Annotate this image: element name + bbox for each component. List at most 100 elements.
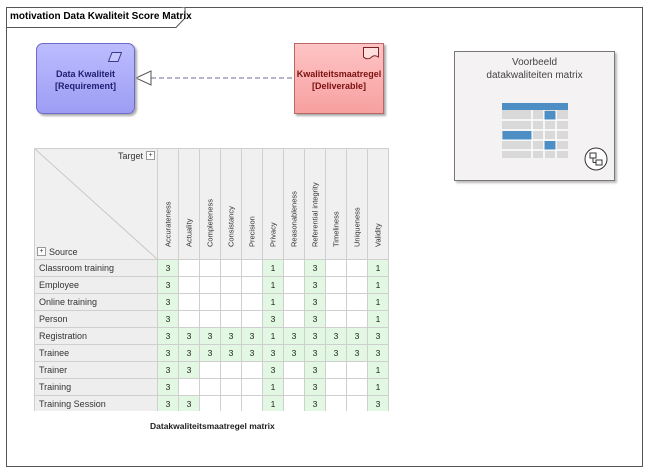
matrix-cell[interactable]: 3	[304, 293, 326, 311]
matrix-cell[interactable]	[220, 361, 242, 379]
matrix-cell[interactable]	[241, 276, 263, 294]
column-header[interactable]: Precision	[241, 148, 263, 260]
matrix-cell[interactable]	[199, 395, 221, 411]
matrix-cell[interactable]	[346, 395, 368, 411]
matrix-cell[interactable]	[283, 378, 305, 396]
requirement-node[interactable]: Data Kwaliteit [Requirement]	[36, 43, 135, 114]
matrix-cell[interactable]: 1	[262, 276, 284, 294]
matrix-cell[interactable]: 3	[367, 344, 389, 362]
matrix-cell[interactable]: 3	[157, 327, 179, 345]
matrix-cell[interactable]: 3	[157, 344, 179, 362]
matrix-cell[interactable]: 3	[157, 310, 179, 328]
target-expand-icon[interactable]: +	[146, 151, 155, 160]
matrix-cell[interactable]: 3	[283, 344, 305, 362]
matrix-cell[interactable]	[220, 310, 242, 328]
matrix-cell[interactable]: 1	[262, 327, 284, 345]
row-header[interactable]: Classroom training	[34, 259, 158, 277]
column-header[interactable]: Reasonableness	[283, 148, 305, 260]
matrix-cell[interactable]	[241, 310, 263, 328]
column-header[interactable]: Accurateness	[157, 148, 179, 260]
row-header[interactable]: Training	[34, 378, 158, 396]
matrix-cell[interactable]	[283, 310, 305, 328]
matrix-cell[interactable]: 3	[304, 361, 326, 379]
matrix-cell[interactable]: 3	[157, 293, 179, 311]
matrix-cell[interactable]	[325, 293, 347, 311]
matrix-cell[interactable]: 3	[220, 327, 242, 345]
matrix-cell[interactable]: 3	[304, 259, 326, 277]
matrix-cell[interactable]	[199, 310, 221, 328]
matrix-cell[interactable]	[178, 259, 200, 277]
column-header[interactable]: Timeliness	[325, 148, 347, 260]
matrix-cell[interactable]: 3	[325, 327, 347, 345]
matrix-cell[interactable]: 1	[262, 378, 284, 396]
matrix-cell[interactable]: 1	[262, 259, 284, 277]
row-header[interactable]: Online training	[34, 293, 158, 311]
matrix-cell[interactable]	[325, 378, 347, 396]
matrix-cell[interactable]: 1	[262, 395, 284, 411]
matrix-cell[interactable]: 3	[199, 327, 221, 345]
column-header[interactable]: Validity	[367, 148, 389, 260]
matrix-cell[interactable]	[178, 378, 200, 396]
matrix-cell[interactable]: 3	[367, 395, 389, 411]
row-header[interactable]: Training Session	[34, 395, 158, 411]
matrix-cell[interactable]	[178, 276, 200, 294]
matrix-cell[interactable]: 3	[304, 310, 326, 328]
matrix-cell[interactable]: 3	[178, 327, 200, 345]
matrix-cell[interactable]	[220, 378, 242, 396]
matrix-cell[interactable]: 3	[304, 378, 326, 396]
matrix-cell[interactable]	[325, 361, 347, 379]
matrix-cell[interactable]	[241, 395, 263, 411]
matrix-cell[interactable]: 3	[157, 259, 179, 277]
matrix-cell[interactable]: 1	[367, 361, 389, 379]
matrix-cell[interactable]: 3	[178, 361, 200, 379]
matrix-cell[interactable]: 1	[367, 310, 389, 328]
matrix-cell[interactable]	[346, 276, 368, 294]
column-header[interactable]: Referential integrity	[304, 148, 326, 260]
matrix-cell[interactable]: 3	[178, 395, 200, 411]
matrix-cell[interactable]	[283, 259, 305, 277]
matrix-cell[interactable]: 3	[304, 344, 326, 362]
matrix-cell[interactable]: 3	[283, 327, 305, 345]
matrix-cell[interactable]	[178, 310, 200, 328]
matrix-cell[interactable]	[283, 276, 305, 294]
matrix-cell[interactable]: 3	[346, 344, 368, 362]
source-expand-icon[interactable]: +	[37, 247, 46, 256]
matrix-cell[interactable]: 1	[367, 293, 389, 311]
matrix-cell[interactable]	[325, 395, 347, 411]
row-header[interactable]: Employee	[34, 276, 158, 294]
matrix-cell[interactable]: 3	[157, 395, 179, 411]
matrix-cell[interactable]: 3	[304, 327, 326, 345]
matrix-cell[interactable]: 3	[262, 310, 284, 328]
matrix-cell[interactable]: 3	[346, 327, 368, 345]
matrix-cell[interactable]: 3	[262, 361, 284, 379]
matrix-cell[interactable]	[283, 395, 305, 411]
matrix-cell[interactable]	[241, 293, 263, 311]
matrix-cell[interactable]	[199, 293, 221, 311]
matrix-cell[interactable]	[220, 293, 242, 311]
matrix-cell[interactable]	[241, 378, 263, 396]
diagram-link-icon[interactable]	[584, 147, 608, 176]
matrix-cell[interactable]: 1	[262, 293, 284, 311]
matrix-cell[interactable]	[346, 361, 368, 379]
matrix-cell[interactable]	[199, 259, 221, 277]
row-header[interactable]: Registration	[34, 327, 158, 345]
matrix-cell[interactable]	[241, 259, 263, 277]
matrix-cell[interactable]: 3	[157, 378, 179, 396]
matrix-cell[interactable]	[346, 293, 368, 311]
matrix-cell[interactable]: 3	[157, 276, 179, 294]
column-header[interactable]: Completeness	[199, 148, 221, 260]
matrix-cell[interactable]	[283, 361, 305, 379]
column-header[interactable]: Actuality	[178, 148, 200, 260]
row-header[interactable]: Person	[34, 310, 158, 328]
matrix-cell[interactable]	[346, 259, 368, 277]
matrix-cell[interactable]	[346, 310, 368, 328]
matrix-cell[interactable]: 3	[304, 395, 326, 411]
matrix-cell[interactable]: 3	[325, 344, 347, 362]
matrix-cell[interactable]: 3	[241, 327, 263, 345]
matrix-cell[interactable]	[220, 395, 242, 411]
matrix-cell[interactable]: 3	[304, 276, 326, 294]
matrix-cell[interactable]: 3	[157, 361, 179, 379]
matrix-cell[interactable]	[220, 259, 242, 277]
matrix-cell[interactable]	[199, 378, 221, 396]
